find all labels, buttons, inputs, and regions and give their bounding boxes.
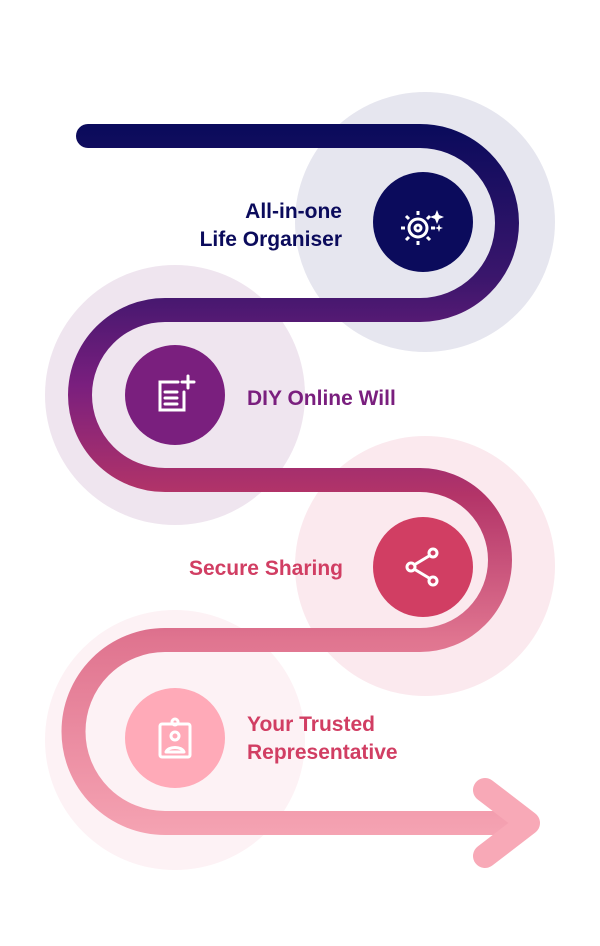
step-4-line-1: Your Trusted <box>247 713 375 736</box>
step-3-label: Secure Sharing <box>189 555 343 583</box>
step-4-line-2: Representative <box>247 741 398 764</box>
step-1-line-2: Life Organiser <box>199 228 342 251</box>
step-4-icon-circle <box>125 688 225 788</box>
step-1-label: All-in-one Life Organiser <box>200 198 342 254</box>
step-2-line-1: DIY Online Will <box>247 387 396 410</box>
id-badge-icon <box>158 717 192 759</box>
step-3-icon-circle <box>373 517 473 617</box>
step-1-line-1: All-in-one <box>245 200 342 223</box>
share-icon <box>405 547 439 587</box>
step-2-label: DIY Online Will <box>247 385 396 413</box>
step-2-icon-circle <box>125 345 225 445</box>
document-add-icon <box>158 374 196 412</box>
step-3-line-1: Secure Sharing <box>188 557 343 580</box>
step-4-label: Your Trusted Representative <box>247 711 398 767</box>
arrow-head <box>473 778 540 868</box>
gear-sparkle-icon <box>401 210 444 245</box>
journey-path <box>61 124 537 835</box>
